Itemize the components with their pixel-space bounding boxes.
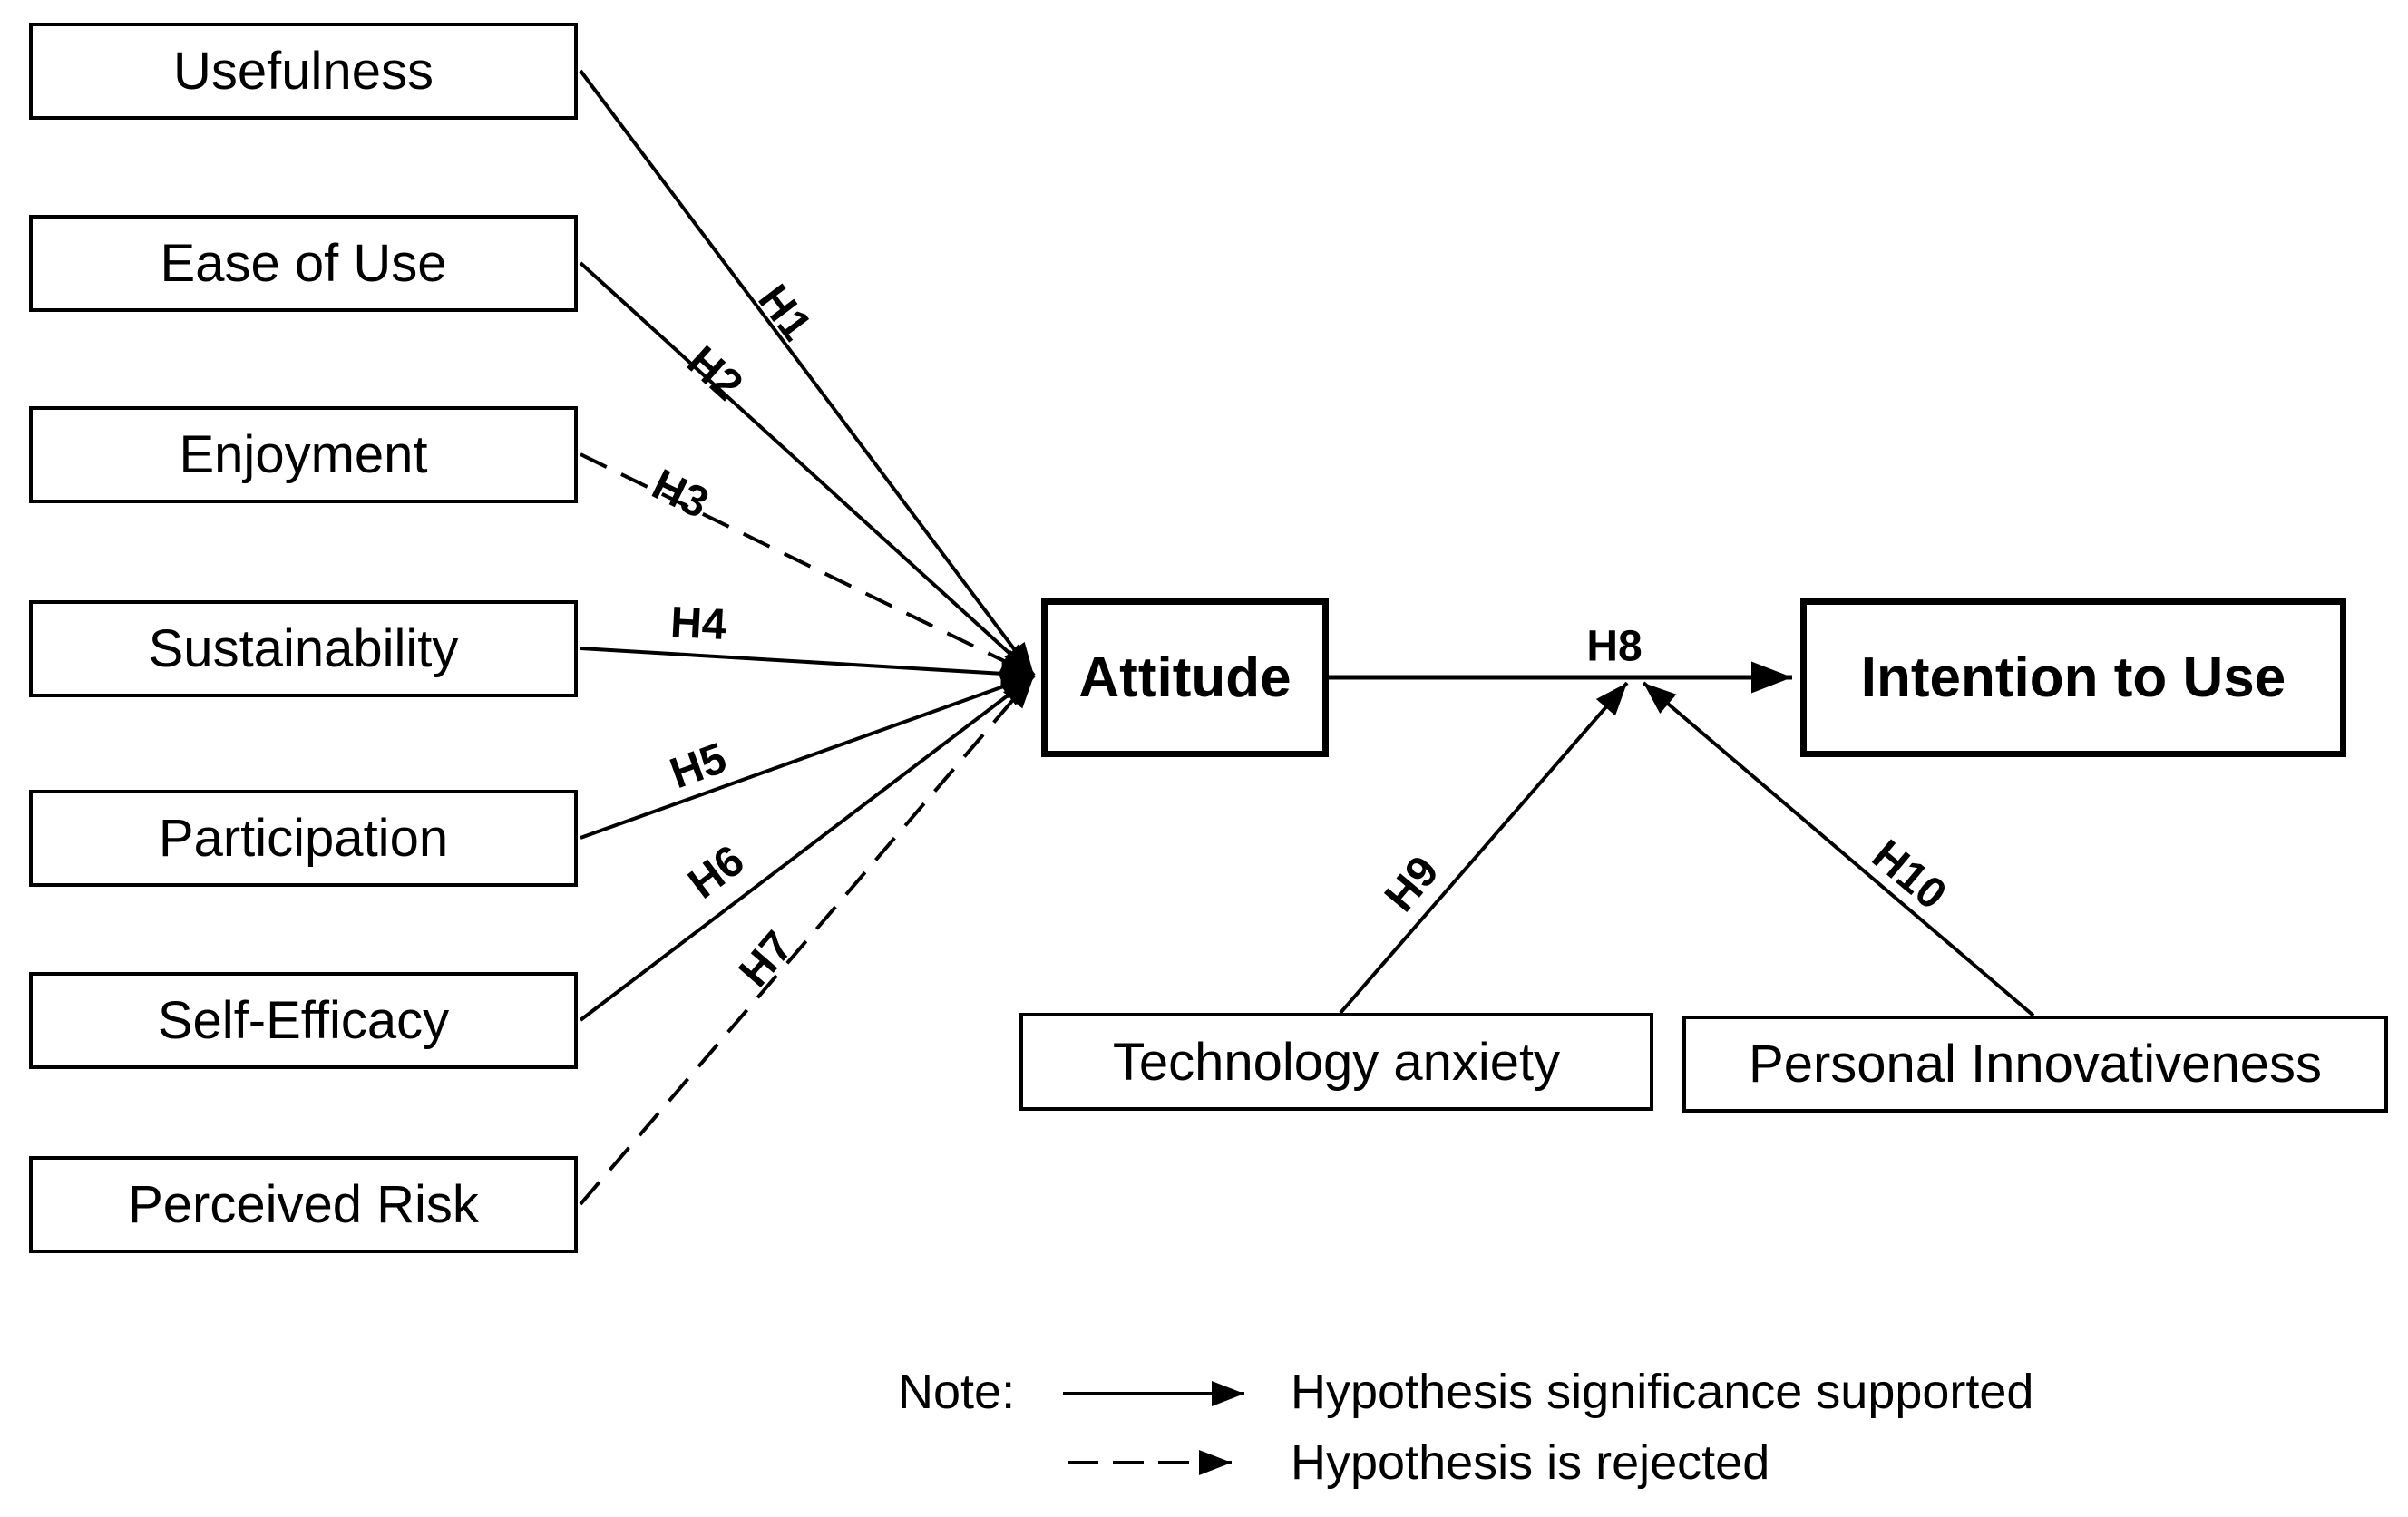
moderator-label: Personal Innovativeness	[1749, 1035, 2322, 1094]
moderator-box-personal-innovativeness: Personal Innovativeness	[1682, 1016, 2388, 1113]
h7-arrow	[579, 674, 1036, 1206]
factor-label: Perceived Risk	[128, 1175, 479, 1234]
h3-arrow	[580, 452, 1035, 677]
factor-label: Usefulness	[173, 42, 434, 101]
h4-arrow	[580, 647, 1035, 686]
legend-solid-meaning: Hypothesis significance supported	[1291, 1365, 2034, 1419]
moderator-label: Technology anxiety	[1112, 1032, 1561, 1092]
mediator-box-attitude: Attitude	[1041, 598, 1329, 757]
legend-dashed-meaning: Hypothesis is rejected	[1291, 1435, 1770, 1490]
outcome-label: Intention to Use	[1860, 647, 2286, 709]
factor-label: Sustainability	[148, 619, 459, 678]
h1-arrow	[579, 69, 1036, 677]
factor-box-enjoyment: Enjoyment	[29, 406, 578, 503]
factor-label: Ease of Use	[160, 234, 447, 293]
factor-label: Participation	[158, 809, 449, 868]
factor-label: Enjoyment	[179, 425, 428, 484]
h9-arrow	[1339, 681, 1629, 1015]
h5-arrow	[580, 674, 1035, 840]
h10-arrow	[1642, 681, 2035, 1017]
factor-box-perceived-risk: Perceived Risk	[29, 1156, 578, 1253]
factor-box-usefulness: Usefulness	[29, 23, 578, 120]
h6-arrow	[579, 674, 1036, 1022]
mediator-label: Attitude	[1078, 647, 1292, 709]
factor-box-ease-of-use: Ease of Use	[29, 215, 578, 312]
hypothesis-label-h4: H4	[668, 598, 728, 650]
factor-box-sustainability: Sustainability	[29, 600, 578, 697]
hypothesis-label-h8: H8	[1586, 622, 1643, 671]
moderator-box-technology-anxiety: Technology anxiety	[1019, 1013, 1653, 1111]
legend-note-label: Note:	[898, 1365, 1016, 1419]
factor-label: Self-Efficacy	[157, 991, 450, 1050]
factor-box-self-efficacy: Self-Efficacy	[29, 972, 578, 1069]
outcome-box-intention-to-use: Intention to Use	[1800, 598, 2346, 757]
factor-box-participation: Participation	[29, 790, 578, 887]
h2-arrow	[579, 261, 1036, 677]
